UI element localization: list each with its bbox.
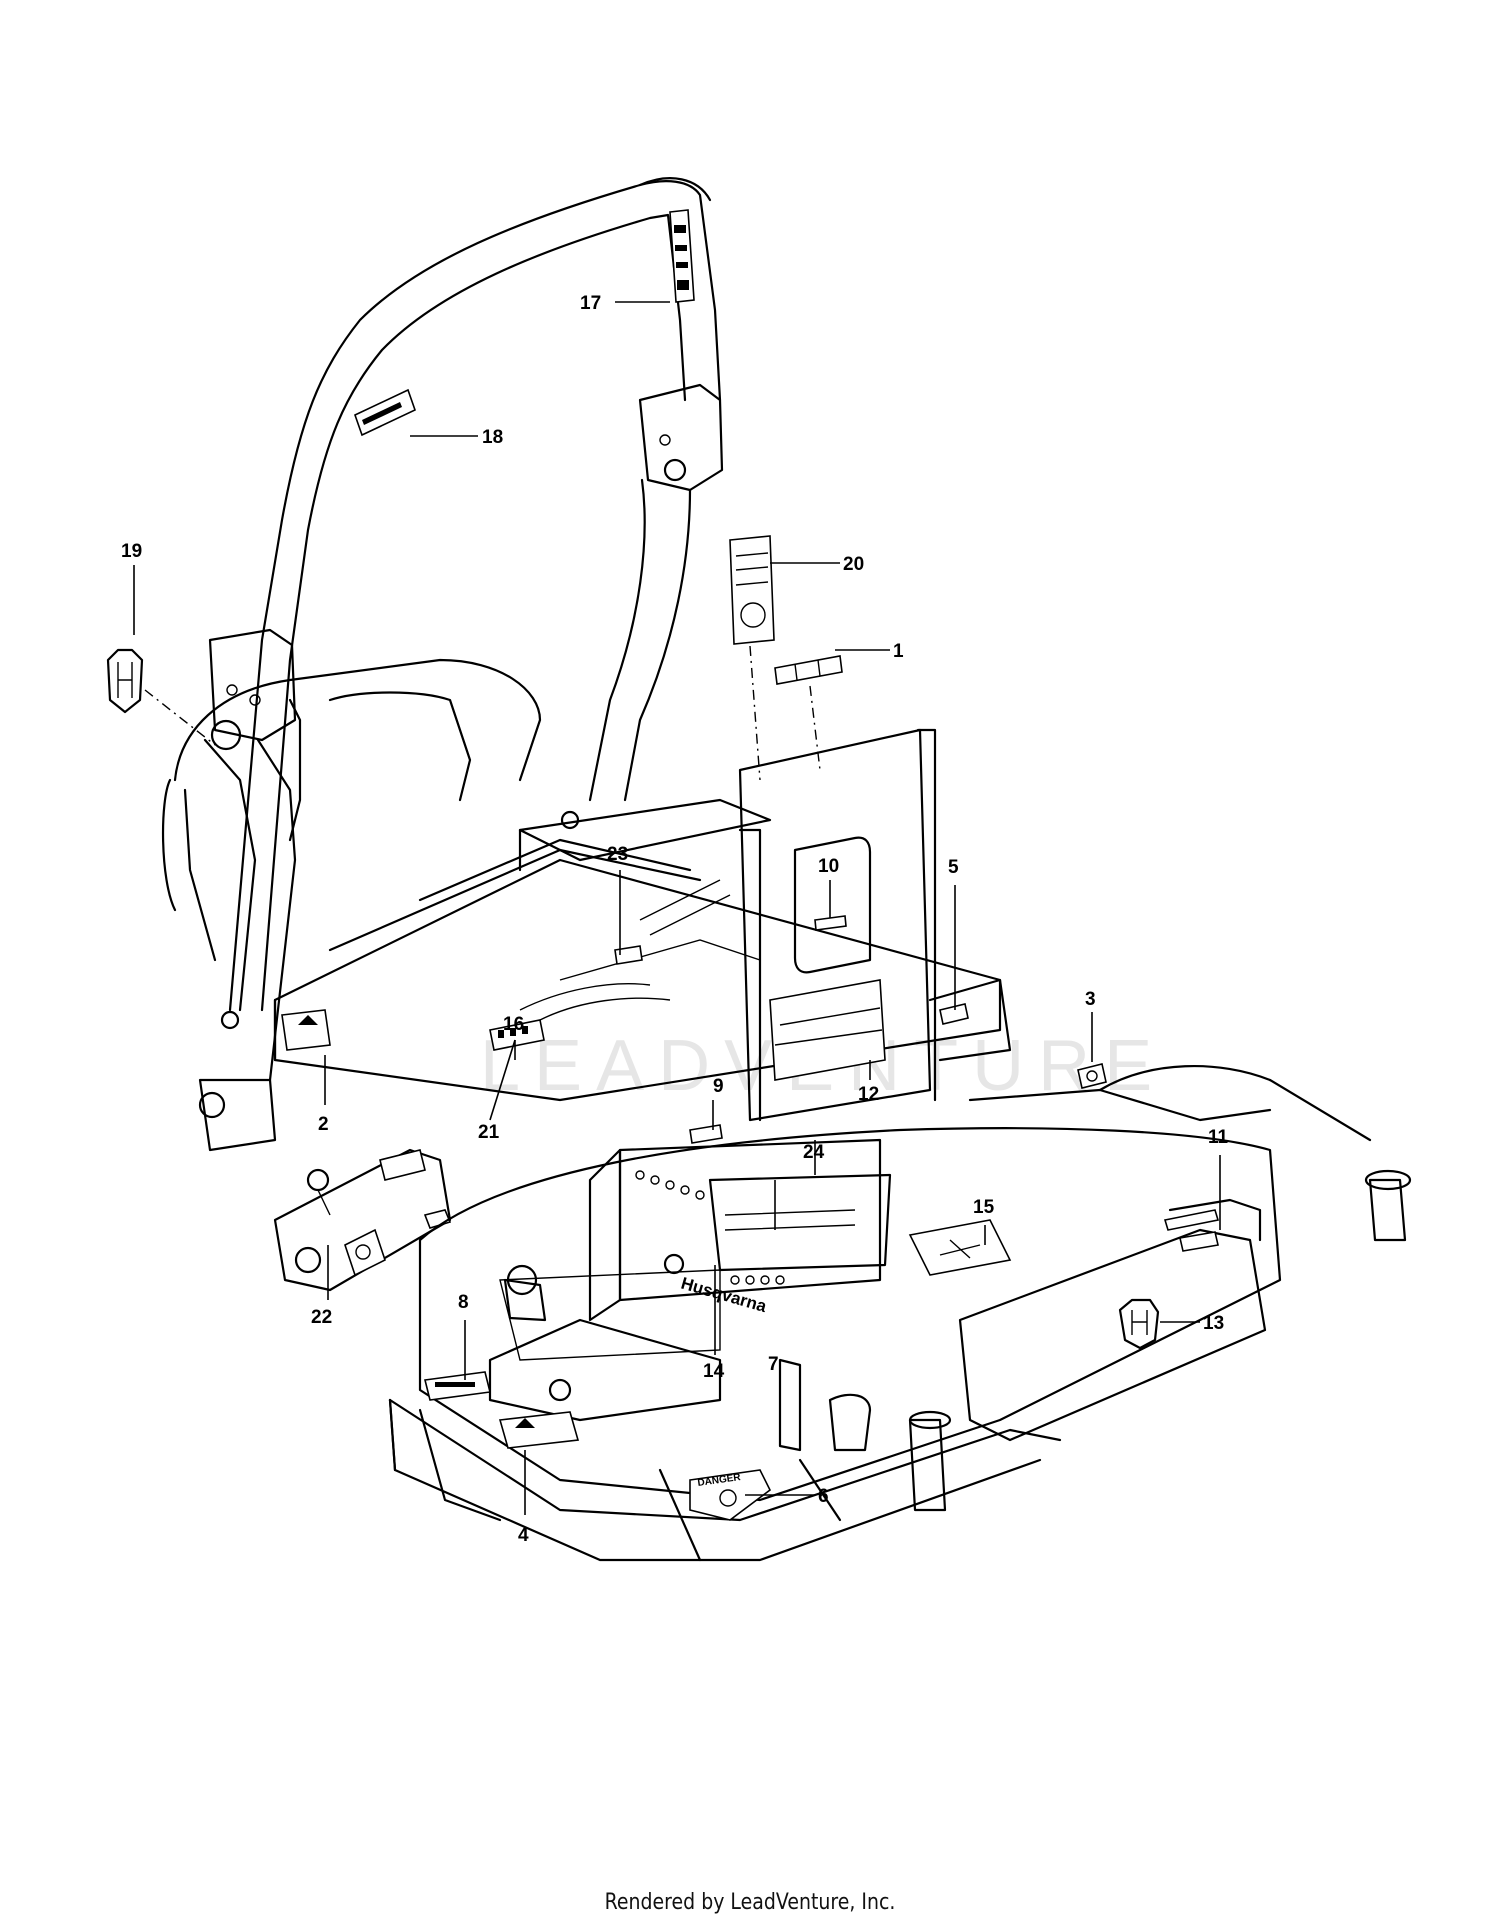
callout-5: 5 — [948, 857, 959, 878]
callout-2: 2 — [318, 1114, 329, 1135]
callout-15: 15 — [973, 1197, 995, 1218]
chassis — [273, 798, 1272, 1122]
callout-14: 14 — [703, 1361, 725, 1382]
footer-credit: Rendered by LeadVenture, Inc. — [604, 1890, 896, 1915]
callout-12: 12 — [858, 1084, 879, 1105]
callout-18: 18 — [482, 427, 503, 448]
callout-11: 11 — [1208, 1127, 1229, 1148]
callout-9: 9 — [713, 1076, 724, 1097]
callout-24: 24 — [803, 1142, 825, 1163]
roll-bar — [198, 177, 724, 1152]
callout-1: 1 — [893, 641, 904, 662]
callout-22: 22 — [311, 1307, 332, 1328]
callout-6: 6 — [818, 1486, 829, 1507]
decal-4-shape — [498, 1411, 580, 1449]
console-plate — [729, 535, 937, 1122]
callout-21: 21 — [478, 1122, 500, 1143]
callout-4: 4 — [518, 1525, 529, 1546]
front-panel: Husqvarna — [588, 1138, 892, 1322]
seat-frame — [161, 658, 542, 962]
callouts: 1 2 3 4 5 6 7 8 9 10 11 12 13 14 15 16 1… — [121, 293, 1229, 1546]
decal-6-shape — [689, 1469, 772, 1521]
leader-lines — [133, 301, 1221, 1515]
callout-20: 20 — [843, 554, 864, 575]
crest-decal — [106, 648, 216, 746]
callout-19: 19 — [121, 541, 142, 562]
control-panel — [273, 1148, 452, 1292]
brand-logo-text: Husqvarna — [679, 1274, 769, 1317]
callout-16: 16 — [503, 1014, 524, 1035]
misc-decals — [281, 945, 1219, 1276]
callout-13: 13 — [1203, 1313, 1224, 1334]
callout-7: 7 — [768, 1354, 779, 1375]
callout-8: 8 — [458, 1292, 469, 1313]
callout-10: 10 — [818, 856, 839, 877]
front-bumper — [958, 1198, 1267, 1442]
callout-3: 3 — [1085, 989, 1096, 1010]
callout-17: 17 — [580, 293, 601, 314]
mower-deck: DANGER — [388, 1078, 1412, 1562]
callout-23: 23 — [607, 844, 628, 865]
